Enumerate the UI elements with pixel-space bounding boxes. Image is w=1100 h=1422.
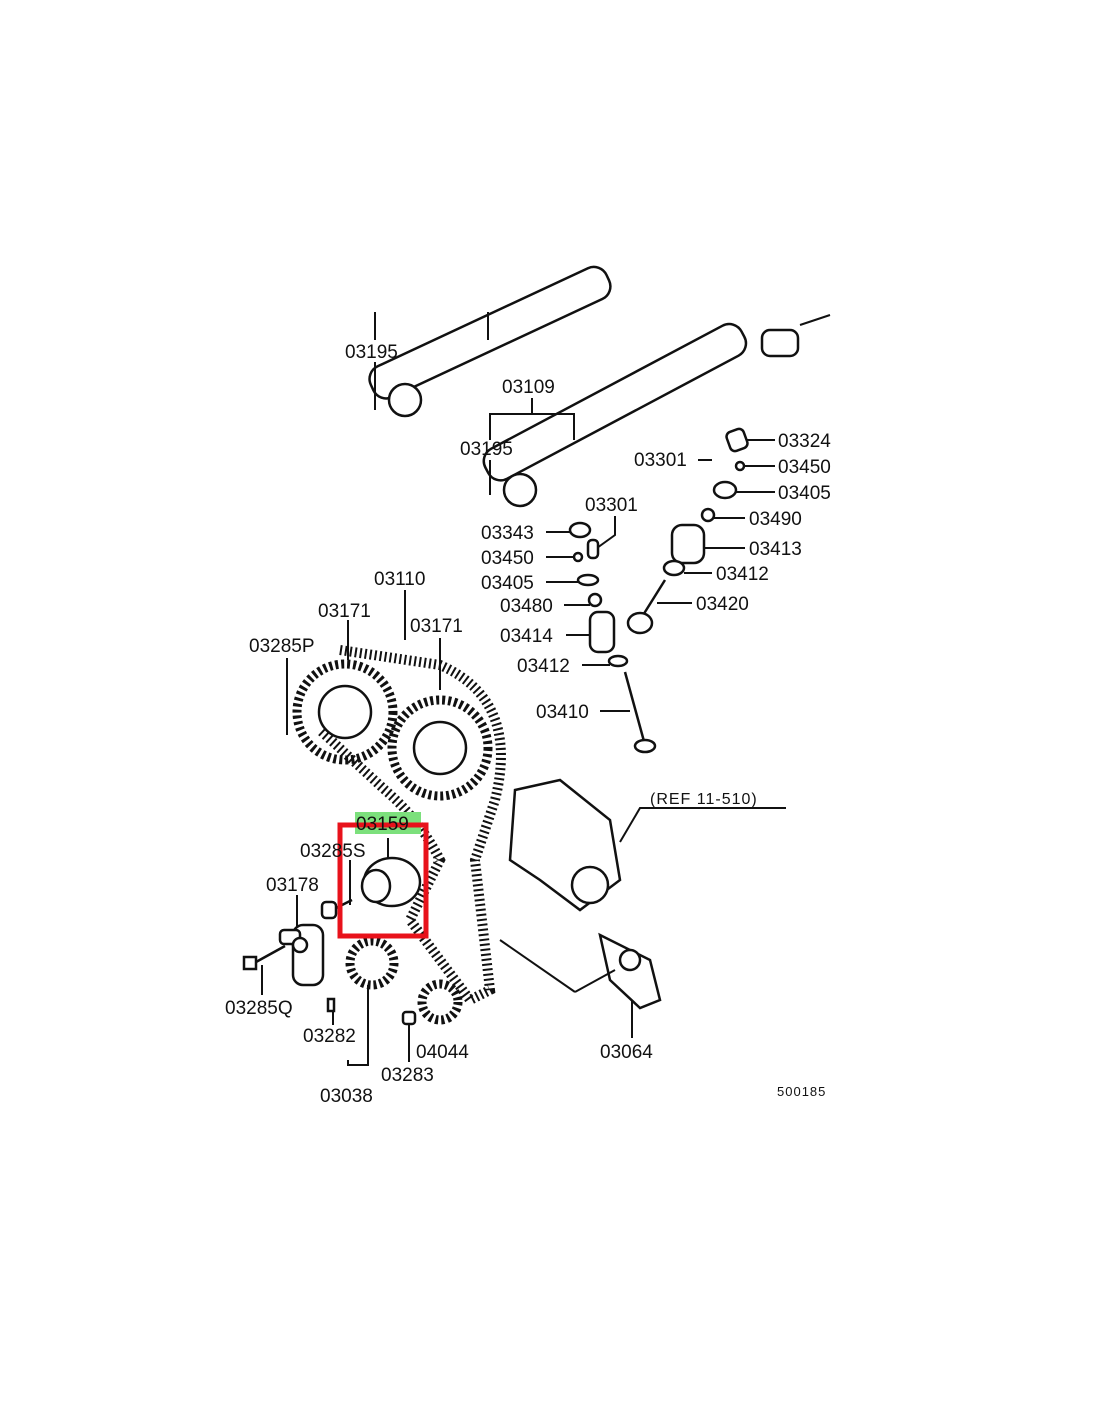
engine-block-reference bbox=[508, 778, 622, 912]
part-label[interactable]: 04044 bbox=[416, 1042, 469, 1063]
diagram-code: 500185 bbox=[777, 1084, 826, 1099]
oil-seal-plate bbox=[499, 932, 662, 1010]
reference-note[interactable]: (REF 11-510) bbox=[650, 791, 758, 808]
camshaft-sprocket-left bbox=[292, 659, 398, 765]
part-label[interactable]: 03414 bbox=[500, 626, 553, 647]
camshaft-end-upper-right bbox=[760, 314, 831, 358]
part-label[interactable]: 03285Q bbox=[225, 998, 293, 1019]
part-label[interactable]: 03110 bbox=[374, 569, 425, 590]
part-label[interactable]: 03171 bbox=[410, 616, 463, 637]
valve-components bbox=[568, 427, 749, 754]
tensioner-pulley bbox=[320, 856, 422, 920]
camshaft-sprocket-right bbox=[387, 695, 493, 801]
part-label[interactable]: 03413 bbox=[749, 539, 802, 560]
part-label[interactable]: 03195 bbox=[345, 342, 398, 363]
part-label[interactable]: 03285P bbox=[249, 636, 315, 657]
highlighted-part-label[interactable]: 03159 bbox=[356, 814, 409, 835]
part-label[interactable]: 03171 bbox=[318, 601, 371, 622]
part-label[interactable]: 03450 bbox=[481, 548, 534, 569]
part-label[interactable]: 03178 bbox=[266, 875, 319, 896]
tensioner-arm bbox=[242, 923, 325, 987]
part-label[interactable]: 03301 bbox=[634, 450, 687, 471]
part-label[interactable]: 03195 bbox=[460, 439, 513, 460]
part-label[interactable]: 03285S bbox=[300, 841, 366, 862]
part-label[interactable]: 03282 bbox=[303, 1026, 356, 1047]
part-label[interactable]: 03343 bbox=[481, 523, 534, 544]
part-label[interactable]: 03038 bbox=[320, 1086, 373, 1107]
part-label[interactable]: 03301 bbox=[585, 495, 638, 516]
part-label[interactable]: 03412 bbox=[517, 656, 570, 677]
camshaft-lower bbox=[482, 322, 748, 508]
camshaft-upper bbox=[368, 265, 612, 418]
part-label[interactable]: 03450 bbox=[778, 457, 831, 478]
leader-lines bbox=[261, 312, 786, 1066]
part-label[interactable]: 03412 bbox=[716, 564, 769, 585]
part-label[interactable]: 03480 bbox=[500, 596, 553, 617]
part-label[interactable]: 03283 bbox=[381, 1065, 434, 1086]
part-label[interactable]: 03405 bbox=[778, 483, 831, 504]
part-label[interactable]: 03324 bbox=[778, 431, 831, 452]
part-label[interactable]: 03405 bbox=[481, 573, 534, 594]
part-label[interactable]: 03410 bbox=[536, 702, 589, 723]
part-label[interactable]: 03109 bbox=[502, 377, 555, 398]
crank-sprocket bbox=[326, 936, 463, 1026]
part-label[interactable]: 03490 bbox=[749, 509, 802, 530]
part-label[interactable]: 03420 bbox=[696, 594, 749, 615]
part-label[interactable]: 03064 bbox=[600, 1042, 653, 1063]
selection-box bbox=[337, 822, 429, 939]
